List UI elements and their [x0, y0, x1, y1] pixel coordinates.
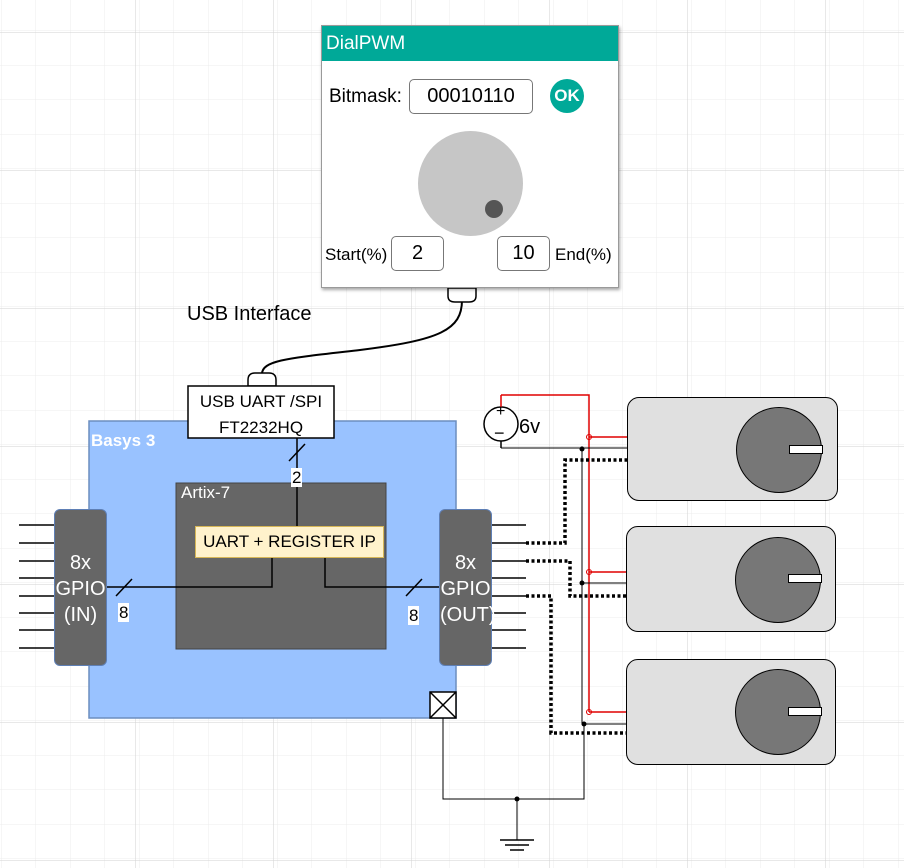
- gpio-out-pins: [491, 524, 526, 649]
- gpio-out-line2: GPIO: [440, 578, 491, 600]
- usb-plug-top: [447, 287, 477, 303]
- servo-1: [627, 397, 838, 501]
- usb-plug-bottom: [247, 372, 277, 387]
- bitmask-label: Bitmask:: [329, 86, 402, 107]
- start-input[interactable]: 2: [391, 236, 444, 271]
- servo-2-arm: [788, 574, 822, 583]
- bitmask-input[interactable]: 00010110: [409, 79, 533, 114]
- gpio-in-line1: 8x: [69, 552, 92, 574]
- gpio-out-line1: 8x: [454, 552, 477, 574]
- battery-minus: −: [494, 423, 505, 443]
- gpio-out-block: 8x GPIO (OUT): [439, 509, 496, 666]
- end-label: End(%): [555, 245, 612, 264]
- fpga-label: Artix-7: [181, 483, 231, 502]
- dialog-title: DialPWM: [322, 26, 618, 61]
- gpio-in-line2: GPIO: [55, 578, 106, 600]
- servo-3-arm: [788, 707, 822, 716]
- bus-in-width: 8: [118, 603, 130, 622]
- uart-register-ip-block: UART + REGISTER IP: [195, 526, 384, 558]
- dialpwm-dialog: DialPWM Bitmask: 00010110 OK Start(%) 2 …: [321, 25, 619, 288]
- servo-1-arm: [789, 445, 823, 454]
- knob-indicator: [485, 200, 503, 218]
- gpio-in-block: 8x GPIO (IN): [54, 509, 107, 666]
- bus-out-width: 8: [408, 606, 420, 625]
- battery-voltage: 6v: [519, 416, 541, 438]
- usb-chip-box: [187, 385, 335, 439]
- gpio-in-pins: [19, 524, 54, 649]
- usb-cable: [261, 299, 463, 375]
- gpio-in-line3: (IN): [63, 604, 98, 626]
- bus-slashes: [115, 443, 423, 597]
- end-input[interactable]: 10: [497, 236, 550, 271]
- power-wires: [501, 394, 628, 713]
- usb-bus-width: 2: [291, 468, 303, 487]
- start-label: Start(%): [325, 245, 388, 264]
- servo-3: [626, 659, 836, 765]
- usb-chip-line1: USB UART /SPI: [199, 392, 323, 411]
- ok-button[interactable]: OK: [550, 79, 584, 113]
- usb-interface-label: USB Interface: [187, 303, 312, 325]
- artix7-fpga: [175, 482, 387, 650]
- signal-wires: [526, 458, 628, 735]
- dial-knob[interactable]: [418, 131, 523, 236]
- servo-2: [626, 526, 836, 632]
- gpio-out-line3: (OUT): [440, 604, 496, 626]
- usb-chip-line2: FT2232HQ: [218, 418, 304, 437]
- battery-plus: +: [496, 403, 506, 420]
- ground-symbol: [500, 839, 534, 851]
- board-label: Basys 3: [91, 431, 156, 450]
